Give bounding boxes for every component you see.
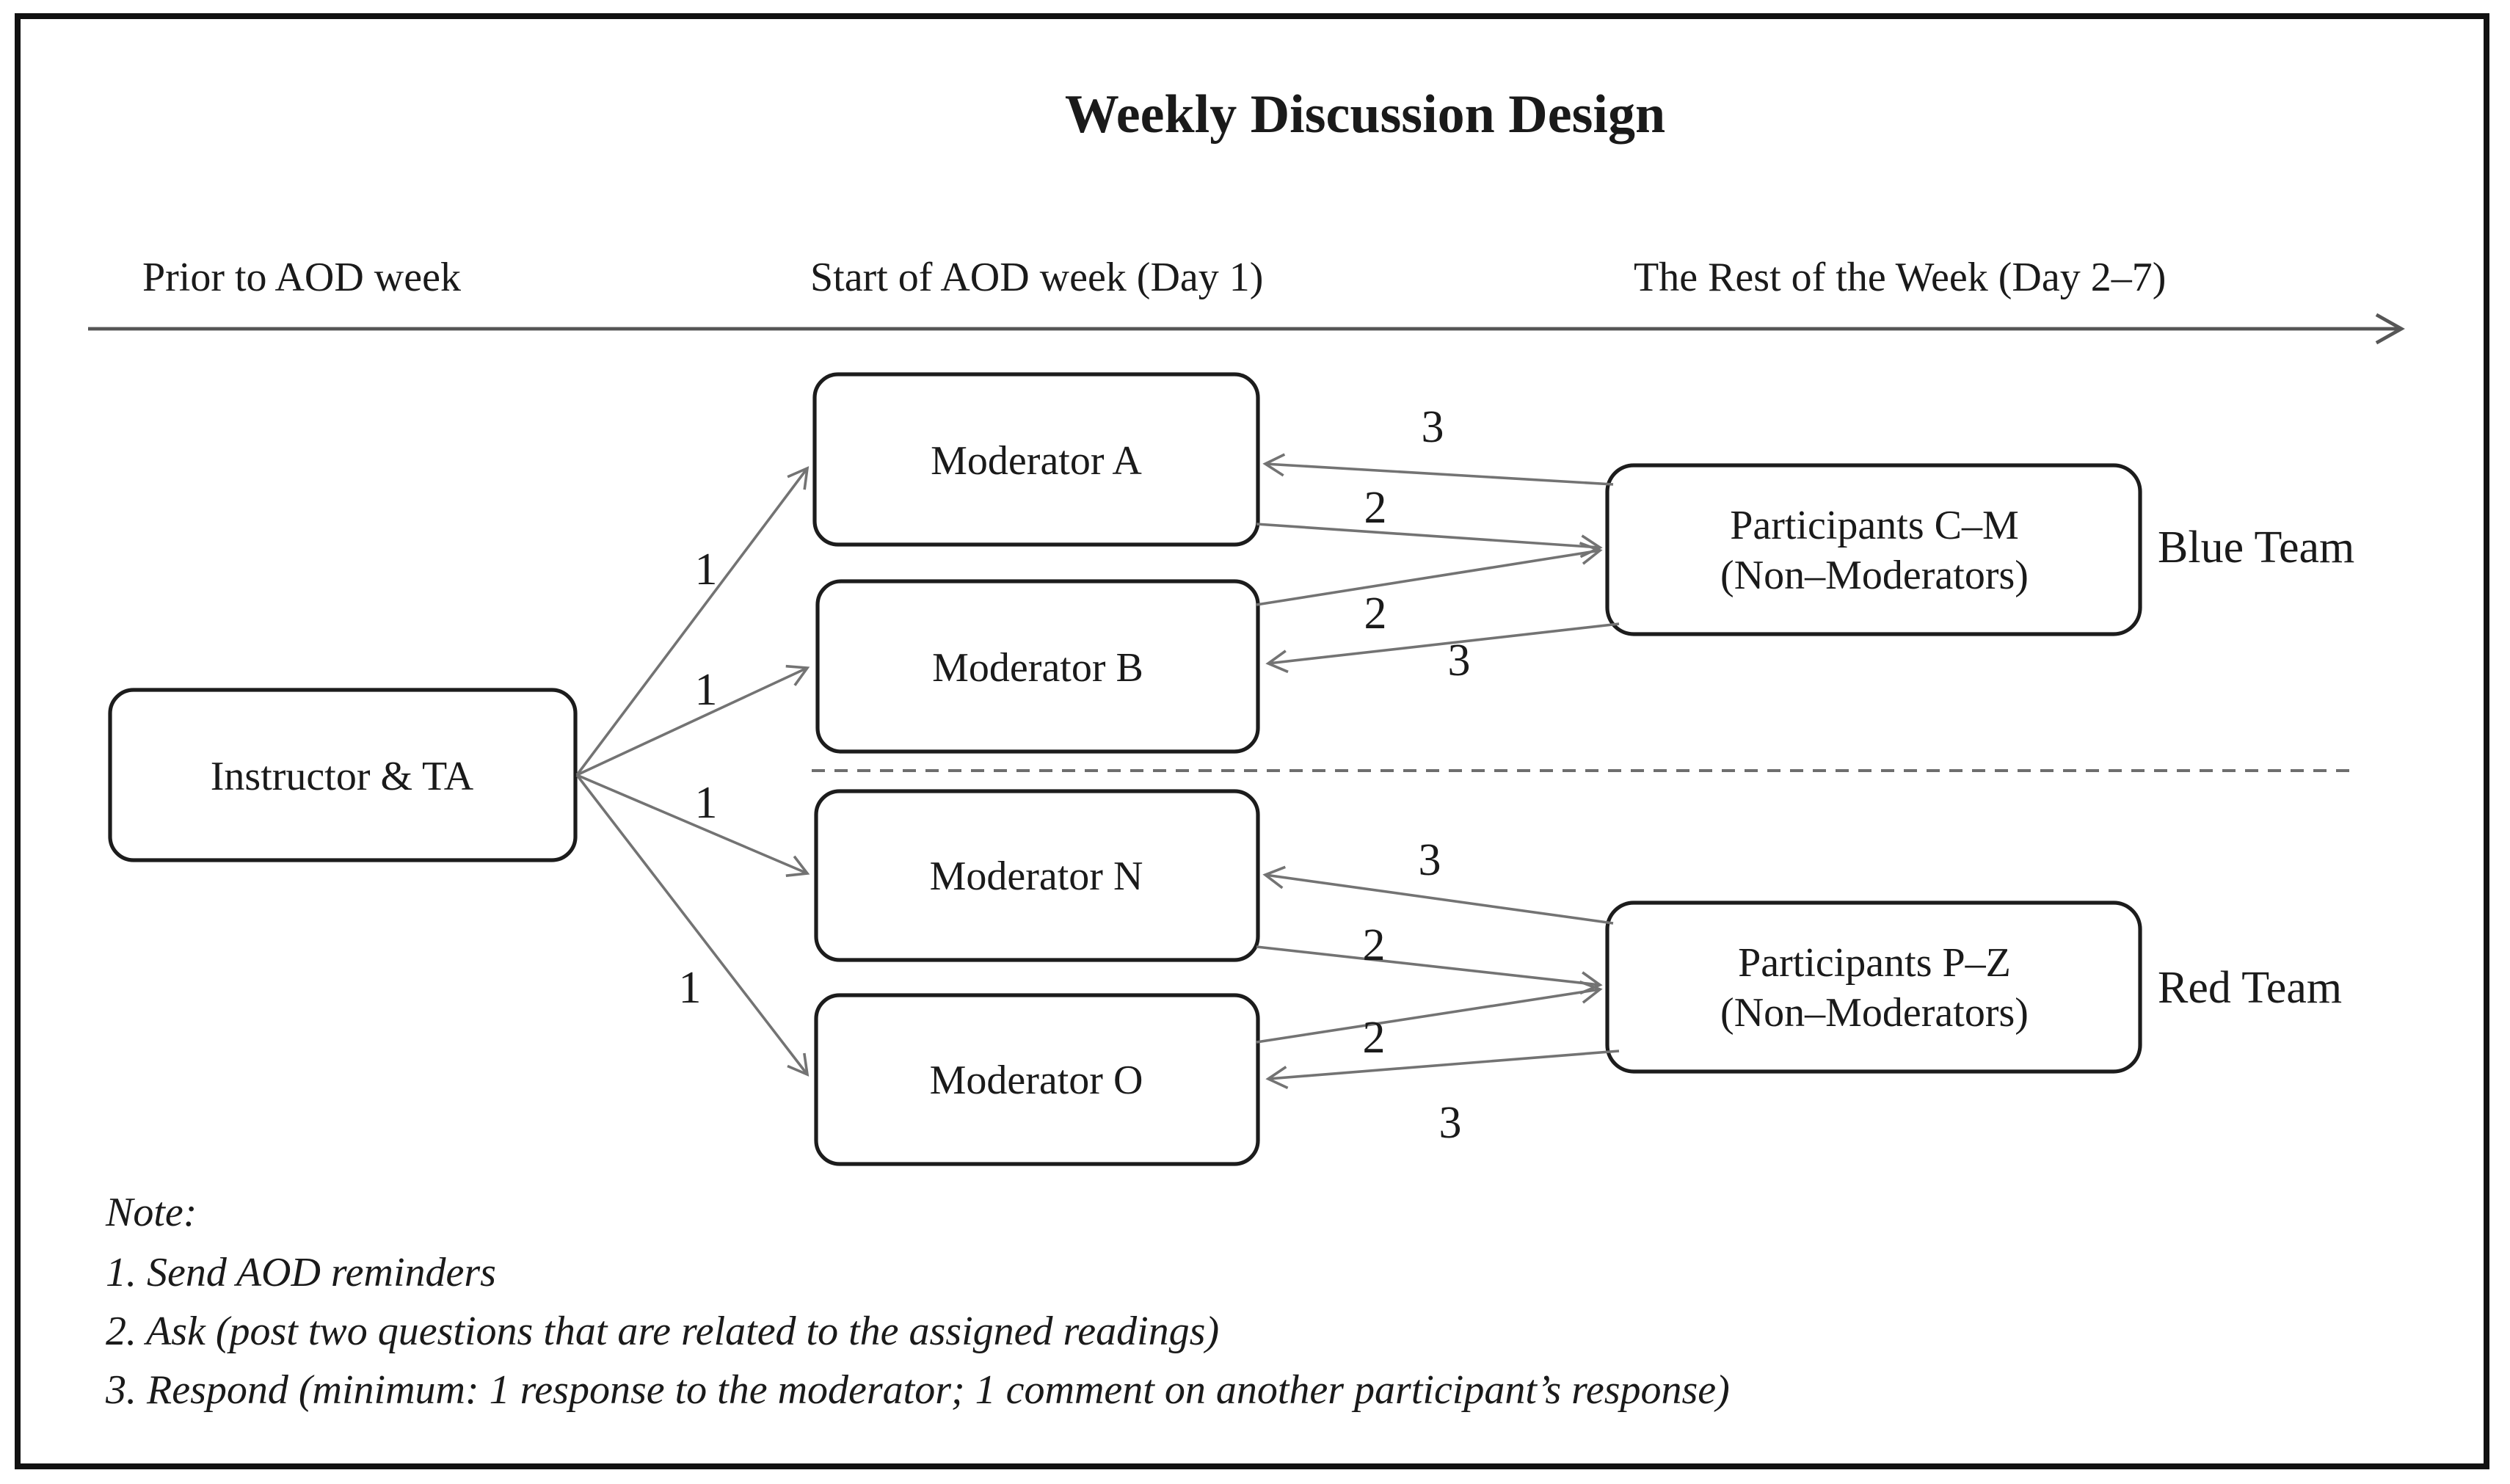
figure-title: Weekly Discussion Design — [1065, 84, 1665, 145]
arrow-respond-to-moderator-b — [1265, 622, 1620, 674]
timeline-phase-rest: The Rest of the Week (Day 2–7) — [1634, 255, 2166, 300]
arrow-reminder-to-moderator-n — [576, 774, 810, 878]
arrow-label-1-moderator-n: 1 — [695, 778, 718, 828]
arrow-label-3-moderator-b: 3 — [1448, 636, 1471, 685]
box-moderator-b — [815, 579, 1260, 754]
arrow-respond-to-moderator-n — [1262, 865, 1614, 925]
arrow-reminder-to-moderator-a — [575, 466, 810, 776]
arrow-reminder-to-moderator-o — [575, 774, 810, 1077]
arrow-label-2-moderator-n: 2 — [1363, 920, 1386, 970]
box-moderator-o-label: Moderator O — [930, 1058, 1143, 1103]
box-participants-red-line1: Participants P–Z — [1738, 940, 2011, 986]
timeline-phase-prior: Prior to AOD week — [142, 255, 461, 300]
note-item-1: 1. Send AOD reminders — [106, 1250, 496, 1295]
box-instructor-ta-label: Instructor & TA — [211, 754, 474, 799]
box-moderator-o — [814, 993, 1260, 1166]
box-participants-blue-line2: (Non–Moderators) — [1720, 553, 2029, 598]
arrow-label-2-moderator-b: 2 — [1364, 589, 1387, 639]
team-label-blue: Blue Team — [2158, 523, 2354, 572]
arrow-reminder-to-moderator-b — [576, 664, 810, 776]
box-moderator-n-label: Moderator N — [930, 854, 1143, 899]
team-label-red: Red Team — [2158, 963, 2342, 1013]
arrow-label-3-moderator-o: 3 — [1439, 1098, 1462, 1148]
box-moderator-a-label: Moderator A — [931, 438, 1142, 484]
arrow-ask-from-moderator-a — [1256, 523, 1603, 559]
arrow-ask-from-moderator-n — [1256, 945, 1603, 995]
arrow-label-3-moderator-n: 3 — [1419, 835, 1441, 885]
arrow-label-1-moderator-a: 1 — [695, 545, 718, 594]
box-moderator-b-label: Moderator B — [932, 645, 1143, 691]
arrow-label-2-moderator-a: 2 — [1364, 483, 1387, 533]
arrow-ask-from-moderator-b — [1256, 542, 1603, 606]
arrow-respond-to-moderator-a — [1262, 453, 1614, 486]
arrow-respond-to-moderator-o — [1265, 1050, 1620, 1089]
arrow-label-1-moderator-o: 1 — [679, 963, 702, 1013]
box-participants-blue — [1605, 463, 2142, 636]
figure-border — [15, 13, 2489, 1469]
note-item-3: 3. Respond (minimum: 1 response to the m… — [105, 1367, 1730, 1413]
arrow-label-1-moderator-b: 1 — [695, 665, 718, 715]
note-heading: Note: — [105, 1190, 197, 1235]
box-participants-red — [1605, 901, 2142, 1074]
timeline-phase-start: Start of AOD week (Day 1) — [810, 255, 1263, 300]
box-moderator-a — [812, 372, 1260, 547]
arrow-ask-from-moderator-o — [1256, 980, 1603, 1044]
arrow-label-2-moderator-o: 2 — [1363, 1013, 1386, 1063]
arrow-label-3-moderator-a: 3 — [1422, 402, 1444, 452]
note-item-2: 2. Ask (post two questions that are rela… — [106, 1309, 1219, 1354]
box-participants-red-line2: (Non–Moderators) — [1720, 990, 2029, 1036]
box-instructor-ta — [108, 688, 578, 862]
box-participants-blue-line1: Participants C–M — [1730, 503, 2019, 548]
box-moderator-n — [814, 789, 1260, 962]
